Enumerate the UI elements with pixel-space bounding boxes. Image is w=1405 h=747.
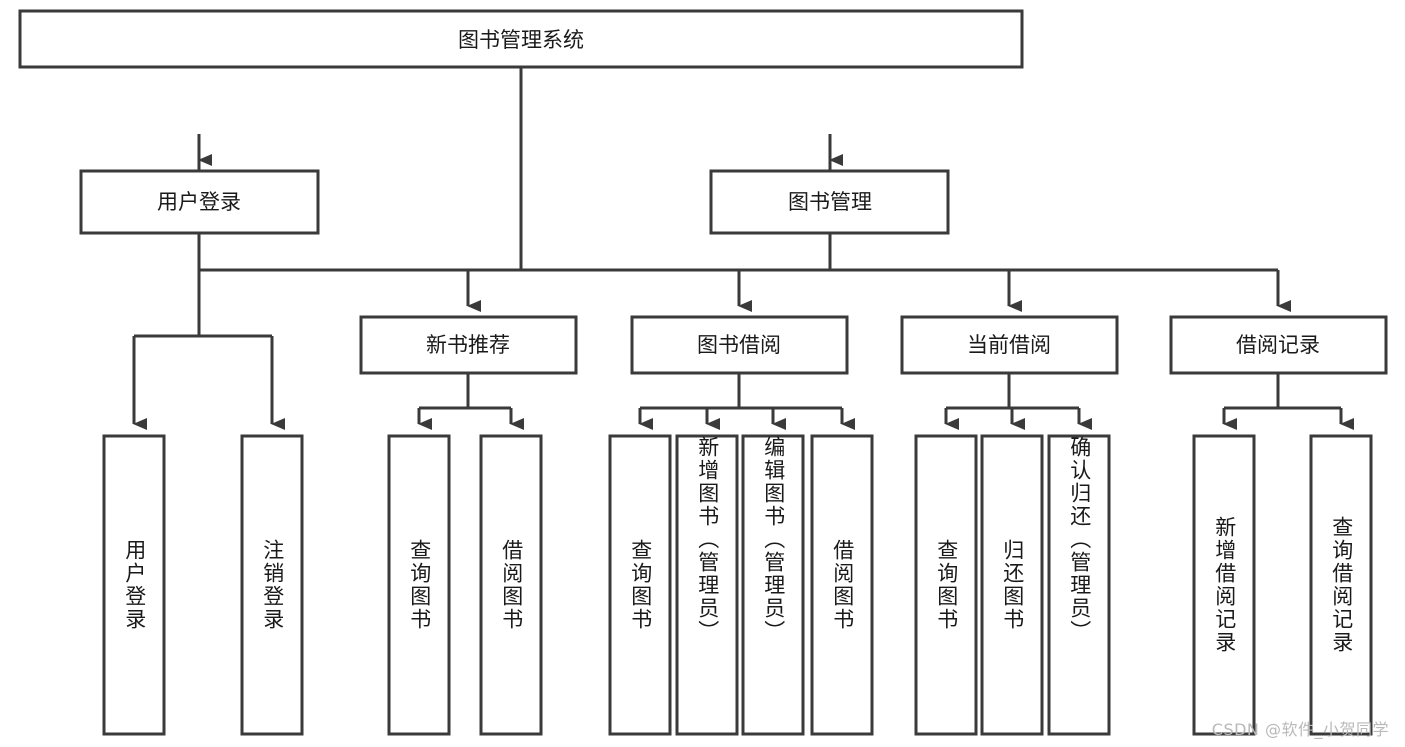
leaf-box-current-borrow-2[interactable]	[1047, 434, 1111, 736]
leaf-box-borrow-record-0[interactable]	[1192, 434, 1256, 736]
node-borrow-record[interactable]: 借阅记录	[1169, 315, 1388, 375]
node-new-book-recommend-label: 新书推荐	[426, 333, 510, 357]
leaf-box-new-book-0[interactable]	[387, 434, 451, 736]
node-new-book-recommend-box[interactable]	[359, 315, 578, 375]
leaf-box-current-borrow-1[interactable]	[980, 434, 1044, 736]
leaf-box-user-login-1[interactable]	[240, 434, 304, 736]
leaf-box-user-login-0[interactable]	[102, 434, 166, 736]
node-book-borrow-box[interactable]	[630, 315, 849, 375]
node-new-book-recommend[interactable]: 新书推荐	[359, 315, 578, 375]
node-book-borrow[interactable]: 图书借阅	[630, 315, 849, 375]
node-root-box[interactable]	[18, 9, 1024, 69]
leaf-box-book-borrow-1[interactable]	[675, 434, 739, 736]
node-current-borrow[interactable]: 当前借阅	[900, 315, 1119, 375]
leaf-box-book-borrow-2[interactable]	[741, 434, 805, 736]
node-book-manage-box[interactable]	[709, 169, 950, 235]
node-borrow-record-label: 借阅记录	[1236, 333, 1320, 357]
leaf-box-book-borrow-3[interactable]	[810, 434, 874, 736]
node-book-manage[interactable]: 图书管理	[709, 169, 950, 235]
node-current-borrow-box[interactable]	[900, 315, 1119, 375]
node-book-borrow-label: 图书借阅	[697, 333, 781, 357]
node-user-login-box[interactable]	[79, 169, 320, 235]
node-borrow-record-box[interactable]	[1169, 315, 1388, 375]
node-root-label: 图书管理系统	[458, 28, 584, 52]
leaf-box-new-book-1[interactable]	[479, 434, 543, 736]
node-user-login[interactable]: 用户登录	[79, 169, 320, 235]
leaf-box-book-borrow-0[interactable]	[608, 434, 672, 736]
node-book-manage-label: 图书管理	[788, 190, 872, 214]
node-root[interactable]: 图书管理系统	[18, 9, 1024, 69]
leaf-box-current-borrow-0[interactable]	[914, 434, 978, 736]
watermark-text: CSDN @软件_小贺同学	[1211, 720, 1389, 739]
node-current-borrow-label: 当前借阅	[967, 333, 1051, 357]
leaf-box-borrow-record-1[interactable]	[1309, 434, 1373, 736]
node-user-login-label: 用户登录	[157, 190, 241, 214]
